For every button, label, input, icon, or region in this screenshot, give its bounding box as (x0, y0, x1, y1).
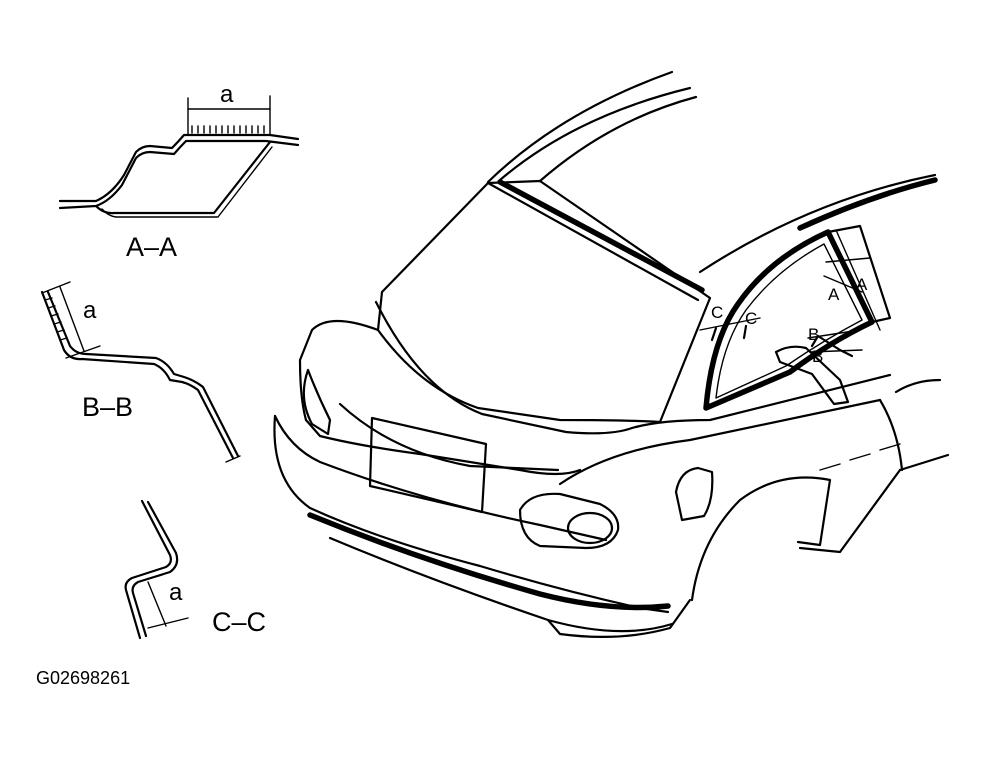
marker-a-bottom: A (828, 285, 840, 304)
marker-b-bottom: B (812, 347, 823, 366)
section-b-b: a B–B (40, 281, 241, 463)
cc-dim-label: a (169, 579, 183, 606)
car-rear-view: C C A A B B (273, 70, 950, 639)
cc-section-title: C–C (212, 607, 266, 637)
marker-c-left: C (711, 303, 723, 322)
bb-dim-label: a (83, 297, 97, 324)
fuel-door (674, 466, 714, 522)
section-a-a: a A–A (58, 81, 300, 262)
aa-section-title: A–A (126, 232, 177, 262)
tail-light (518, 492, 620, 550)
rear-window (376, 179, 712, 424)
marker-a-top: A (856, 275, 868, 294)
section-c-c: a C–C (124, 499, 266, 640)
marker-b-top: B (808, 325, 819, 344)
aa-adhesive-ticks (191, 125, 265, 134)
quarter-window (703, 229, 875, 411)
figure-id: G02698261 (36, 668, 130, 688)
hand-with-tool (774, 345, 850, 406)
marker-c-right: C (745, 309, 757, 328)
aa-dim-label: a (220, 81, 234, 108)
bb-adhesive-ticks (44, 297, 68, 341)
bb-section-title: B–B (82, 392, 133, 422)
